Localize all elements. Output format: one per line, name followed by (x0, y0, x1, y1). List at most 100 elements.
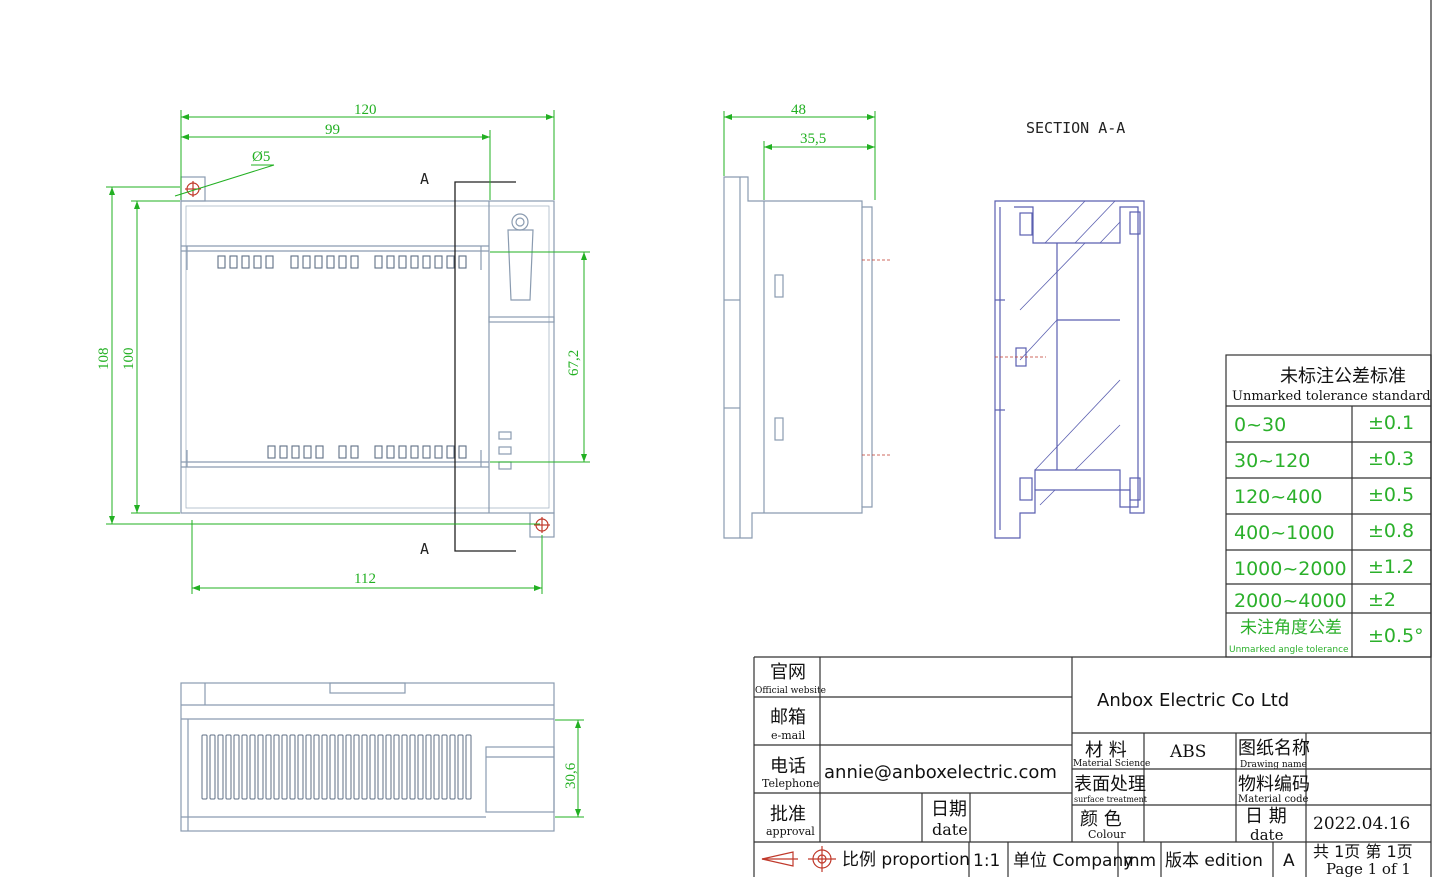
contact-email: annie@anboxelectric.com (824, 762, 1057, 783)
drawing-name-label-cn: 图纸名称 (1238, 738, 1310, 759)
tol-range-1: 0~30 (1234, 414, 1286, 436)
vent-slot (369, 734, 376, 800)
vent-slot (265, 734, 272, 800)
vent-slot (321, 734, 328, 800)
edition-label: 版本 edition (1165, 851, 1263, 871)
dim-bottom: 112 (354, 571, 376, 587)
section-title: SECTION A-A (1026, 119, 1125, 137)
vent-slot (313, 734, 320, 800)
dim-terminal-span: 67,2 (566, 350, 582, 376)
vent-slot (385, 734, 392, 800)
terminal-row-top (217, 255, 467, 269)
vent-slot (273, 734, 280, 800)
tolerance-title-en: Unmarked tolerance standard (1232, 389, 1431, 404)
vent-slot (425, 734, 432, 800)
material-label-cn: 材 料 (1085, 740, 1127, 761)
side-dim-arrows (724, 114, 875, 150)
proportion-label: 比例 proportion (842, 850, 970, 870)
dim-depth-inner: 35,5 (800, 131, 826, 147)
bottom-view (180, 682, 555, 832)
proportion-value: 1:1 (973, 851, 1000, 871)
bottom-dim-arrows (575, 720, 581, 817)
projection-symbol-icon (761, 846, 836, 872)
tol-range-5: 1000~2000 (1234, 558, 1347, 580)
dimension-arrows (109, 114, 587, 591)
date2-label-en: date (1250, 826, 1284, 844)
vent-slot (401, 734, 408, 800)
dim-width: 120 (354, 102, 377, 118)
tol-range-6: 2000~4000 (1234, 590, 1347, 612)
vent-slot (353, 734, 360, 800)
colour-label-en: Colour (1088, 828, 1126, 841)
tol-value-1: ±0.1 (1368, 412, 1414, 434)
vent-slot (465, 734, 472, 800)
title-block (753, 656, 1431, 877)
vent-slot (433, 734, 440, 800)
tel-label-en: Telephone (762, 777, 819, 790)
dim-hole-dia: Ø5 (252, 149, 270, 165)
tol-range-2: 30~120 (1234, 450, 1310, 472)
vent-slot (257, 734, 264, 800)
side-view (723, 176, 873, 539)
material-code-label-en: Material code (1238, 794, 1308, 805)
tol-range-3: 120~400 (1234, 486, 1322, 508)
email-label-cn: 邮箱 (770, 707, 806, 728)
material-label-en: Material Science (1073, 759, 1150, 769)
tel-label-cn: 电话 (770, 756, 806, 777)
dim-depth: 48 (791, 102, 806, 118)
side-dimensions (723, 111, 876, 200)
tol-value-5: ±1.2 (1368, 556, 1414, 578)
terminal-row-bottom (267, 445, 467, 459)
vent-slot (289, 734, 296, 800)
vent-slot (209, 734, 216, 800)
tolerance-title-cn: 未标注公差标准 (1280, 366, 1406, 387)
company-name: Anbox Electric Co Ltd (1097, 690, 1289, 711)
material-code-label-cn: 物料编码 (1238, 774, 1310, 795)
section-view (994, 200, 1145, 539)
section-mark-top: A (420, 170, 429, 188)
unit-value: mm (1123, 851, 1156, 871)
angle-tolerance-value: ±0.5° (1368, 625, 1424, 647)
colour-label-cn: 颜 色 (1080, 809, 1122, 830)
date-label-en: date (932, 820, 968, 839)
vent-slot (337, 734, 344, 800)
website-label-en: Official website (755, 686, 826, 696)
section-line (454, 181, 516, 552)
vent-slot (329, 734, 336, 800)
tol-value-2: ±0.3 (1368, 448, 1414, 470)
edition-value: A (1283, 851, 1295, 871)
drawing-name-label-en: Drawing name (1240, 760, 1307, 770)
approval-label-en: approval (766, 825, 815, 838)
vent-slots (201, 734, 472, 800)
bottom-dimensions (555, 719, 584, 818)
surface-label-cn: 表面处理 (1074, 774, 1146, 795)
vent-slot (241, 734, 248, 800)
vent-slot (417, 734, 424, 800)
section-hatch (1019, 200, 1121, 506)
drawing-date: 2022.04.16 (1313, 814, 1410, 834)
tol-value-6: ±2 (1368, 589, 1396, 611)
page-count-cn: 共 1页 第 1页 (1313, 842, 1413, 861)
vent-slot (409, 734, 416, 800)
unit-label: 单位 Company (1013, 851, 1133, 871)
vent-slot (393, 734, 400, 800)
vent-slot (361, 734, 368, 800)
section-mark-bottom: A (420, 540, 429, 558)
angle-tolerance-en: Unmarked angle tolerance (1229, 645, 1349, 655)
dim-bottom-height: 30,6 (563, 762, 579, 789)
tol-value-3: ±0.5 (1368, 484, 1414, 506)
vent-slot (281, 734, 288, 800)
vent-slot (457, 734, 464, 800)
dim-height-outer: 108 (96, 348, 112, 371)
material-value: ABS (1169, 742, 1206, 762)
date2-label-cn: 日 期 (1245, 806, 1287, 827)
vent-slot (305, 734, 312, 800)
website-label-cn: 官网 (770, 662, 806, 683)
date-label-cn: 日期 (931, 799, 967, 820)
vent-slot (449, 734, 456, 800)
approval-label-cn: 批准 (770, 804, 806, 825)
front-dimensions (106, 110, 590, 594)
vent-slot (233, 734, 240, 800)
vent-slot (201, 734, 208, 800)
